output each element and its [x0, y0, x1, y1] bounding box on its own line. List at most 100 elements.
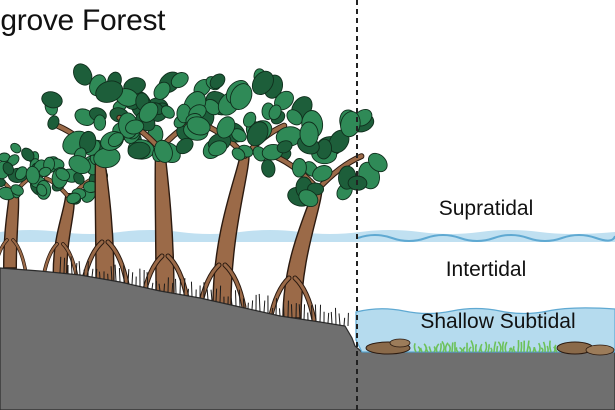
seagrass-blade [493, 341, 497, 353]
leaf [55, 167, 70, 182]
prop-root-fill [293, 276, 316, 322]
high-tide-line [357, 234, 615, 242]
pneumatophore [146, 272, 149, 289]
pneumatophore [190, 281, 193, 297]
leaf [14, 166, 28, 181]
pneumatophore [91, 268, 94, 278]
leaf [68, 155, 91, 175]
leaf [10, 142, 22, 154]
seagrass-blade [520, 341, 523, 353]
seagrass-blade [504, 341, 508, 353]
leaf [138, 101, 159, 123]
pneumatophore [278, 308, 281, 317]
seagrass-blade [441, 340, 445, 353]
leaf [107, 132, 124, 147]
mangrove-trees [0, 63, 388, 323]
seagrass-blade [455, 347, 459, 353]
leaf [368, 152, 388, 173]
seagrass-blade [542, 341, 546, 353]
leaf [175, 137, 194, 155]
leaf [95, 80, 124, 103]
seagrass-blade [413, 343, 417, 353]
leaf [291, 158, 307, 178]
leaf [208, 140, 228, 157]
pneumatophore [242, 298, 245, 308]
seagrass-blade [470, 340, 475, 353]
pneumatophore [303, 304, 306, 320]
pneumatophore [127, 269, 130, 284]
leaf [261, 159, 276, 178]
leaf [170, 72, 189, 89]
leaf [73, 172, 85, 185]
seagrass-blade [451, 342, 454, 353]
pneumatophore [234, 290, 237, 307]
pneumatophore [334, 307, 337, 325]
tree-trunk [94, 152, 115, 283]
seagrass-blade [546, 345, 549, 353]
pneumatophore [63, 257, 66, 274]
leaf [231, 147, 246, 161]
seagrass-blade [528, 346, 532, 353]
seagrass-blade [484, 341, 488, 353]
seagrass-blade [462, 346, 466, 353]
pneumatophore [206, 289, 209, 300]
pneumatophore [275, 298, 278, 316]
seagrass-blade [474, 343, 478, 353]
rock-right-2 [585, 344, 615, 356]
rock-left-2 [389, 338, 411, 348]
pneumatophore [327, 312, 330, 324]
tree-trunk [212, 150, 250, 306]
mangrove-tree [185, 68, 303, 310]
pneumatophores [59, 256, 349, 327]
prop-root-fill [11, 238, 27, 272]
seagrass-blade [417, 345, 421, 353]
pneumatophore [59, 256, 62, 274]
seagrass-blade [479, 343, 483, 353]
pneumatophore [338, 313, 341, 326]
pneumatophore [219, 285, 222, 303]
leaf [276, 140, 293, 154]
leaf [251, 70, 274, 95]
seagrass-blade [435, 343, 440, 353]
pneumatophore [258, 293, 261, 312]
leaf [41, 91, 63, 109]
pneumatophore [155, 281, 158, 291]
leaf [36, 183, 48, 197]
leaf [299, 121, 319, 147]
seagrass-blade [444, 342, 449, 353]
leaf [160, 105, 175, 119]
seagrass-blade [425, 346, 429, 353]
pneumatophore [75, 263, 78, 275]
seagrass-blade [428, 346, 432, 353]
leaf [93, 114, 107, 131]
pneumatophore [238, 289, 241, 308]
seagrass-blade [548, 340, 552, 353]
seagrass-blade [439, 343, 442, 353]
leaf [216, 116, 236, 139]
tree-trunk [2, 188, 20, 269]
pneumatophore [251, 300, 254, 310]
leaf [73, 63, 93, 86]
seagrass-blade [490, 347, 493, 353]
leaf [66, 192, 81, 205]
leaf [242, 111, 257, 128]
pneumatophore [95, 268, 98, 278]
seagrass-blade [533, 346, 537, 353]
leaf [209, 73, 226, 90]
seagrass-blade [526, 340, 530, 353]
pneumatophore [263, 300, 266, 313]
pneumatophore [210, 289, 213, 301]
pneumatophore [271, 307, 274, 315]
seagrass-blade [497, 341, 502, 353]
zone-label-intertidal: Intertidal [445, 258, 527, 281]
pneumatophore [110, 266, 113, 281]
leaf [47, 115, 60, 130]
seagrass-blade [512, 345, 516, 353]
mangrove-tree [25, 153, 108, 278]
leaf [286, 109, 303, 126]
seagrass-blade [509, 347, 514, 353]
leaf [154, 139, 173, 163]
pneumatophore [330, 311, 333, 324]
